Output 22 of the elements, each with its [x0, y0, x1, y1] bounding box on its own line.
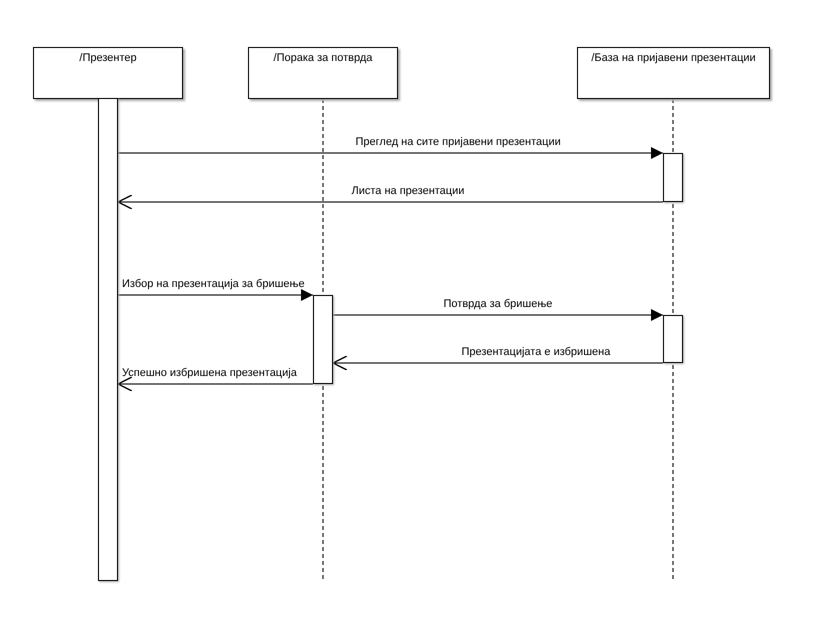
participant-name: /База на пријавени презентации	[591, 52, 756, 64]
participant-box	[577, 47, 770, 99]
participant-name: /Порака за потврда	[274, 52, 372, 64]
message-label: Листа на презентации	[352, 185, 464, 198]
message-label: Преглед на сите пријавени презентации	[356, 136, 561, 149]
activation-bar	[98, 98, 118, 581]
activation-bar	[663, 315, 683, 363]
activation-bar	[663, 153, 683, 202]
participant-box	[33, 47, 183, 99]
return-arrow	[117, 194, 664, 210]
participant-box	[248, 47, 398, 99]
message-arrow	[118, 147, 664, 159]
message-arrow	[118, 289, 314, 301]
message-label: Презентацијата е избришена	[462, 346, 610, 359]
message-label: Потврда за бришење	[444, 298, 552, 311]
return-arrow	[332, 355, 664, 371]
activation-bar	[313, 295, 333, 384]
message-arrow	[332, 309, 664, 321]
message-label: Успешно избришена презентација	[122, 367, 297, 380]
participant-name: /Презентер	[79, 52, 137, 64]
return-arrow	[117, 376, 314, 392]
message-label: Избор на презентација за бришење	[122, 278, 305, 291]
